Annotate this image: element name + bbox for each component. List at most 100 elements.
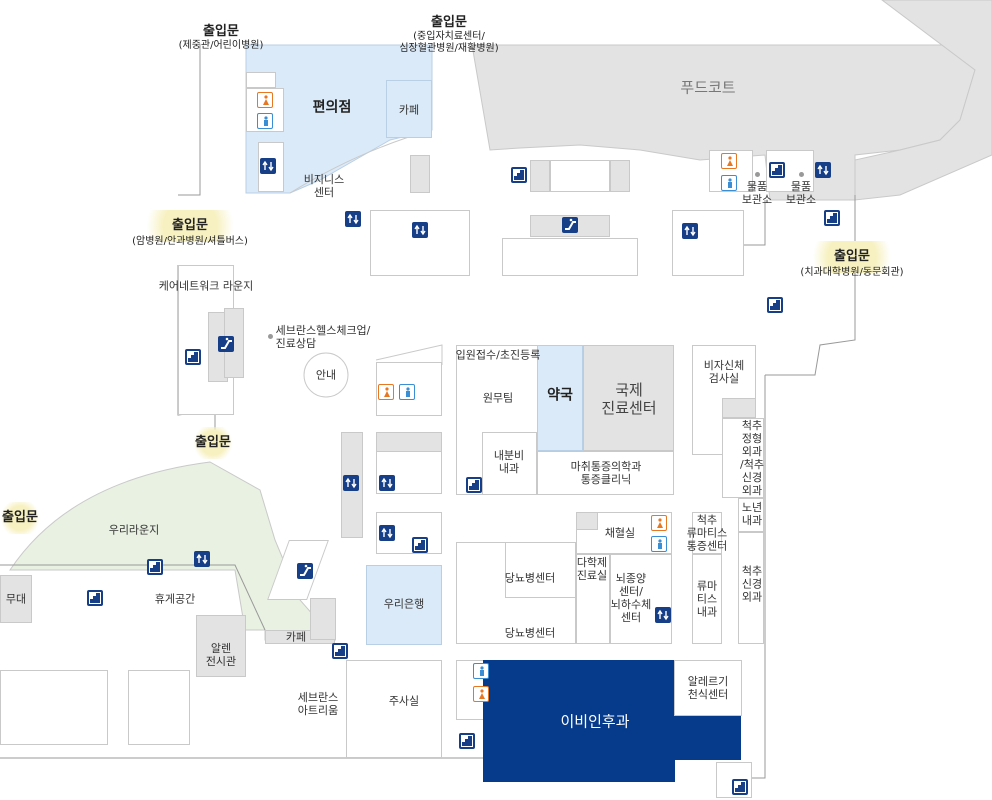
label-allen-gallery[interactable]: 알렌 전시관 xyxy=(205,642,237,668)
room-box xyxy=(550,160,610,192)
label-info[interactable]: 안내 xyxy=(315,368,337,382)
label-endocrine[interactable]: 내분비 내과 xyxy=(493,449,525,475)
label-multi-room[interactable]: 다학제 진료실 xyxy=(576,556,608,582)
entrance-top-left[interactable]: 출입문 (제중관/어린이병원) xyxy=(179,24,264,52)
label-health-checkup[interactable]: 세브란스헬스체크업/ 진료상담 xyxy=(275,324,371,350)
label-blood[interactable]: 채혈실 xyxy=(604,526,636,540)
label-brain-center[interactable]: 뇌종양 센터/ 뇌하수체 센터 xyxy=(610,572,652,624)
entrance-right[interactable]: 출입문 (치과대학병원/동문회관) xyxy=(800,241,904,279)
room-box xyxy=(128,670,190,745)
label-stage[interactable]: 무대 xyxy=(5,592,27,606)
restroom-women-icon xyxy=(473,686,489,702)
label-woori-lounge[interactable]: 우리라운지 xyxy=(108,523,160,537)
spine-neuro-room xyxy=(738,532,764,644)
pharmacy-room xyxy=(537,345,583,451)
label-geriatric[interactable]: 노년 내과 xyxy=(741,501,763,527)
escalator-icon xyxy=(562,217,578,233)
allen-gallery-room xyxy=(196,615,246,677)
label-spine-neuro[interactable]: 척추 신경 외과 xyxy=(741,564,763,604)
room-box xyxy=(376,432,442,452)
corridor-strip xyxy=(722,398,756,418)
label-allergy[interactable]: 알레르기 천식센터 xyxy=(687,675,729,701)
entrance-center[interactable]: 출입문 xyxy=(191,427,235,459)
label-diabetes-2[interactable]: 당뇨병센터 xyxy=(504,626,556,640)
geriatric-room xyxy=(738,498,764,532)
entrance-title: 출입문 xyxy=(431,15,467,30)
spine-room xyxy=(722,418,764,498)
label-intl-center[interactable]: 국제 진료센터 xyxy=(601,381,657,417)
label-nonsurgical-checkup[interactable]: 비자신체 검사실 xyxy=(703,359,745,385)
entrance-subtitle: (제중관/어린이병원) xyxy=(178,40,264,51)
stairs-icon xyxy=(767,297,783,313)
label-pain-clinic[interactable]: 마취통증의학과 통증클리닉 xyxy=(570,460,642,486)
label-rheum-center[interactable]: 척추 류마티스 통증센터 xyxy=(686,513,728,553)
label-injection[interactable]: 주사실 xyxy=(388,694,420,708)
stairs-icon xyxy=(87,590,103,606)
label-storage-2[interactable]: 물품 보관소 xyxy=(785,180,817,206)
ent-room-ext xyxy=(675,716,741,760)
pain-clinic-room xyxy=(537,451,674,495)
injection-room xyxy=(346,660,442,758)
pillar xyxy=(530,160,550,192)
label-care-lounge[interactable]: 케어네트워크 라운지 xyxy=(158,279,254,293)
label-spine[interactable]: 척추 정형 외과 /척추 신경 외과 xyxy=(740,419,764,497)
label-wonmu[interactable]: 원무팀 xyxy=(482,391,514,405)
cafe-room xyxy=(386,80,432,138)
restroom-men-icon xyxy=(721,175,737,191)
entrance-top-mid[interactable]: 출입문 (중입자치료센터/ 심장혈관병원/재활병원) xyxy=(399,15,498,55)
entrance-far-left[interactable]: 출입문 xyxy=(0,502,42,534)
bank-room xyxy=(366,565,442,645)
stairs-icon xyxy=(769,162,785,178)
intl-center-room xyxy=(583,345,674,451)
label-cafe-top[interactable]: 카페 xyxy=(398,103,420,117)
restroom-women-icon xyxy=(257,92,273,108)
label-food-court[interactable]: 푸드코트 xyxy=(680,78,736,97)
restroom-men-icon xyxy=(399,384,415,400)
stairs-icon xyxy=(459,733,475,749)
storage-dot xyxy=(755,172,760,177)
diabetes-inner xyxy=(505,542,576,598)
label-business-center[interactable]: 비지니스 센터 xyxy=(303,173,345,199)
stairs-icon xyxy=(332,643,348,659)
label-storage-1[interactable]: 물품 보관소 xyxy=(741,180,773,206)
restroom-men-icon xyxy=(651,536,667,552)
room-box xyxy=(672,210,744,276)
elevator-icon xyxy=(379,525,395,541)
label-registration[interactable]: 입원접수/초진등록 xyxy=(455,348,541,362)
corridor-strip xyxy=(310,598,336,640)
entrance-subtitle: (치과대학병원/동문회관) xyxy=(800,267,904,278)
stairs-icon xyxy=(824,210,840,226)
label-atrium[interactable]: 세브란스 아트리움 xyxy=(297,691,339,717)
restroom-men-icon xyxy=(257,113,273,129)
label-diabetes-1[interactable]: 당뇨병센터 xyxy=(504,571,556,585)
room-box xyxy=(502,238,638,276)
entrance-title: 출입문 xyxy=(191,427,235,459)
label-rheum[interactable]: 류마 티스 내과 xyxy=(696,579,718,619)
elevator-icon xyxy=(682,223,698,239)
entrance-subtitle: (중입자치료센터/ xyxy=(413,31,485,42)
label-rest-area[interactable]: 휴게공간 xyxy=(154,592,196,606)
label-woori-bank[interactable]: 우리은행 xyxy=(383,597,425,611)
escalator-icon xyxy=(297,563,313,579)
restroom-women-icon xyxy=(721,153,737,169)
checkup-dot xyxy=(268,334,273,339)
entrance-left-mid[interactable]: 출입문 (암병원/안과병원/셔틀버스) xyxy=(132,210,248,248)
label-pharmacy[interactable]: 약국 xyxy=(547,387,573,404)
pillar xyxy=(610,160,630,192)
room-box xyxy=(576,512,598,530)
stairs-icon xyxy=(732,779,748,795)
label-cafe-bottom[interactable]: 카페 xyxy=(285,630,307,644)
stage-room xyxy=(0,575,32,623)
rheum-center-room xyxy=(692,512,722,554)
label-convenience-store[interactable]: 편의점 xyxy=(312,99,352,116)
stairs-icon xyxy=(466,477,482,493)
storage-dot xyxy=(799,172,804,177)
elevator-icon xyxy=(345,211,361,227)
elevator-icon xyxy=(655,607,671,623)
room-box xyxy=(0,670,108,745)
entrance-subtitle: 심장혈관병원/재활병원) xyxy=(399,43,499,54)
label-ent[interactable]: 이비인후과 xyxy=(560,712,630,731)
endocrine-room xyxy=(482,432,537,495)
brain-room xyxy=(610,554,672,644)
elevator-icon xyxy=(379,475,395,491)
